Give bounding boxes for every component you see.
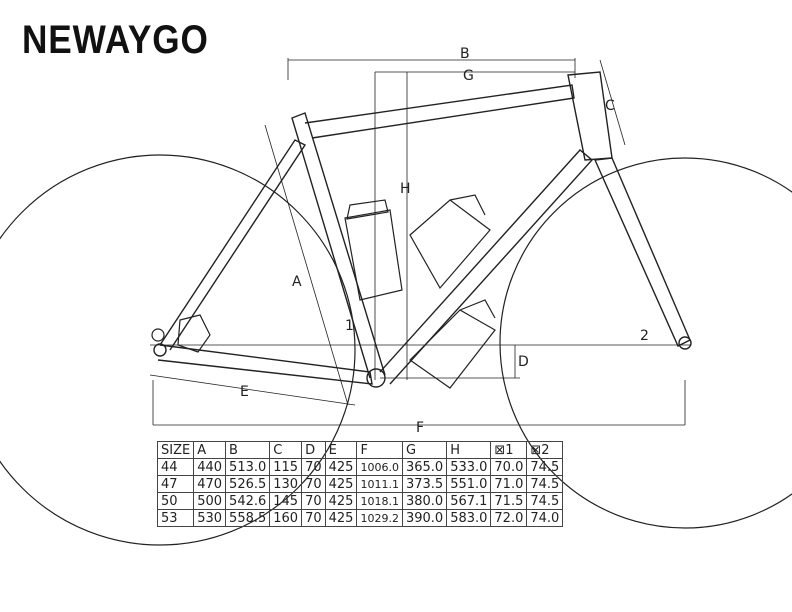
table-cell: 425 bbox=[324, 492, 358, 510]
label-f: F bbox=[416, 420, 424, 436]
header-cell: ⊠2 bbox=[526, 441, 564, 459]
table-cell: 425 bbox=[324, 509, 358, 527]
table-cell: 365.0 bbox=[401, 458, 448, 476]
table-cell: 160 bbox=[269, 509, 303, 527]
frame bbox=[153, 71, 692, 388]
label-angle1: 1 bbox=[345, 318, 354, 334]
table-cell: 74.5 bbox=[526, 475, 564, 493]
dimension-lines bbox=[149, 58, 690, 426]
dimension-labels: A B C D E F G H 1 2 bbox=[240, 46, 649, 436]
label-angle2: 2 bbox=[640, 328, 649, 344]
table-cell: 583.0 bbox=[446, 509, 492, 527]
table-cell: 542.6 bbox=[225, 492, 271, 510]
table-cell: 500 bbox=[193, 492, 227, 510]
rear-wheel bbox=[0, 154, 356, 546]
table-cell: 74.0 bbox=[526, 509, 564, 527]
label-b: B bbox=[460, 46, 470, 62]
table-cell: 130 bbox=[269, 475, 303, 493]
label-c: C bbox=[605, 98, 615, 114]
header-cell: SIZE bbox=[156, 441, 195, 459]
table-cell: 115 bbox=[269, 458, 303, 476]
table-cell: 470 bbox=[193, 475, 227, 493]
table-cell: 74.5 bbox=[526, 458, 564, 476]
table-cell: 70 bbox=[301, 475, 326, 493]
table-cell: 70 bbox=[301, 492, 326, 510]
table-cell: 74.5 bbox=[526, 492, 564, 510]
header-cell: B bbox=[225, 441, 271, 459]
table-cell: 425 bbox=[324, 475, 358, 493]
table-cell: 551.0 bbox=[446, 475, 492, 493]
table-cell: 373.5 bbox=[401, 475, 448, 493]
table-cell: 50 bbox=[156, 492, 195, 510]
header-cell: ⊠1 bbox=[490, 441, 528, 459]
table-cell: 70.0 bbox=[490, 458, 528, 476]
table-cell: 513.0 bbox=[225, 458, 271, 476]
header-cell: G bbox=[401, 441, 448, 459]
table-cell: 1006.0 bbox=[356, 458, 403, 476]
table-cell: 530 bbox=[193, 509, 227, 527]
table-cell: 44 bbox=[156, 458, 195, 476]
table-cell: 440 bbox=[193, 458, 227, 476]
table-cell: 1011.1 bbox=[356, 475, 403, 493]
header-cell: H bbox=[446, 441, 492, 459]
label-a: A bbox=[292, 274, 302, 290]
header-cell: E bbox=[324, 441, 358, 459]
table-cell: 390.0 bbox=[401, 509, 448, 527]
table-cell: 425 bbox=[324, 458, 358, 476]
table-cell: 53 bbox=[156, 509, 195, 527]
label-d: D bbox=[518, 354, 529, 370]
brand-logo: NEWAYGO bbox=[22, 18, 209, 62]
table-cell: 71.0 bbox=[490, 475, 528, 493]
table-cell: 47 bbox=[156, 475, 195, 493]
label-e: E bbox=[240, 384, 249, 400]
header-cell: C bbox=[269, 441, 303, 459]
label-g: G bbox=[463, 68, 474, 84]
front-wheel bbox=[499, 157, 792, 529]
rear-derailleur bbox=[151, 314, 211, 353]
table-cell: 380.0 bbox=[401, 492, 448, 510]
table-cell: 526.5 bbox=[225, 475, 271, 493]
header-cell: F bbox=[356, 441, 403, 459]
table-cell: 567.1 bbox=[446, 492, 492, 510]
table-cell: 1018.1 bbox=[356, 492, 403, 510]
table-cell: 145 bbox=[269, 492, 303, 510]
table-cell: 1029.2 bbox=[356, 509, 403, 527]
table-cell: 558.5 bbox=[225, 509, 271, 527]
header-cell: A bbox=[193, 441, 227, 459]
table-cell: 71.5 bbox=[490, 492, 528, 510]
table-cell: 533.0 bbox=[446, 458, 492, 476]
table-cell: 70 bbox=[301, 458, 326, 476]
label-h: H bbox=[400, 181, 411, 197]
header-cell: D bbox=[301, 441, 326, 459]
table-cell: 70 bbox=[301, 509, 326, 527]
table-cell: 72.0 bbox=[490, 509, 528, 527]
table-header-row: SIZE A B C D E F G H ⊠1 ⊠2 bbox=[156, 441, 564, 459]
